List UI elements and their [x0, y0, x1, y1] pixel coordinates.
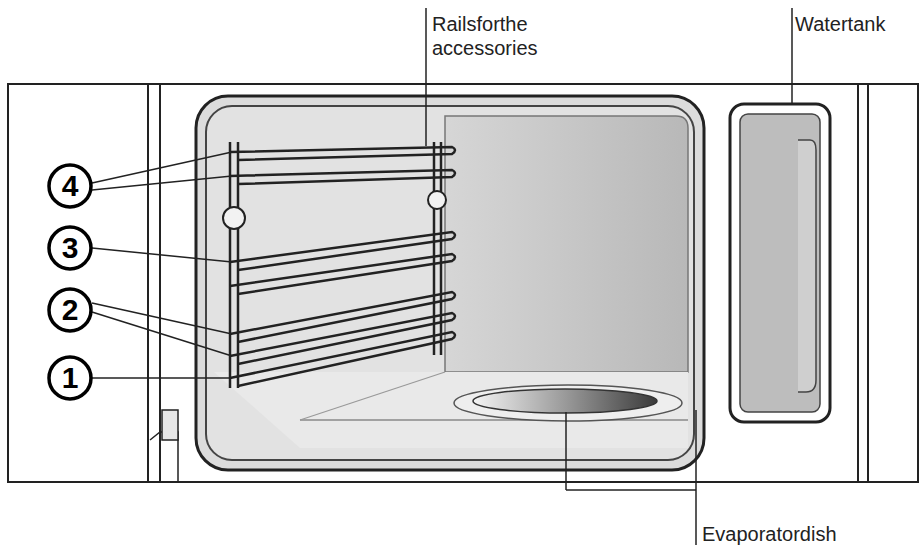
callout-number: 3 — [48, 226, 92, 270]
accessory-rails — [223, 142, 455, 388]
callout-number: 4 — [48, 164, 92, 208]
callout-circles — [49, 165, 91, 399]
leader-lines — [92, 8, 792, 545]
oven-housing — [8, 84, 918, 482]
part-label: Evaporatordish — [702, 522, 902, 546]
callout-number: 2 — [48, 288, 92, 332]
part-label: Railsforthe accessories — [432, 12, 562, 60]
part-label: Watertank — [795, 12, 915, 36]
oven-cavity — [196, 96, 704, 470]
callout-number: 1 — [48, 356, 92, 400]
evaporator-dish — [454, 385, 682, 421]
water-tank — [730, 104, 830, 422]
